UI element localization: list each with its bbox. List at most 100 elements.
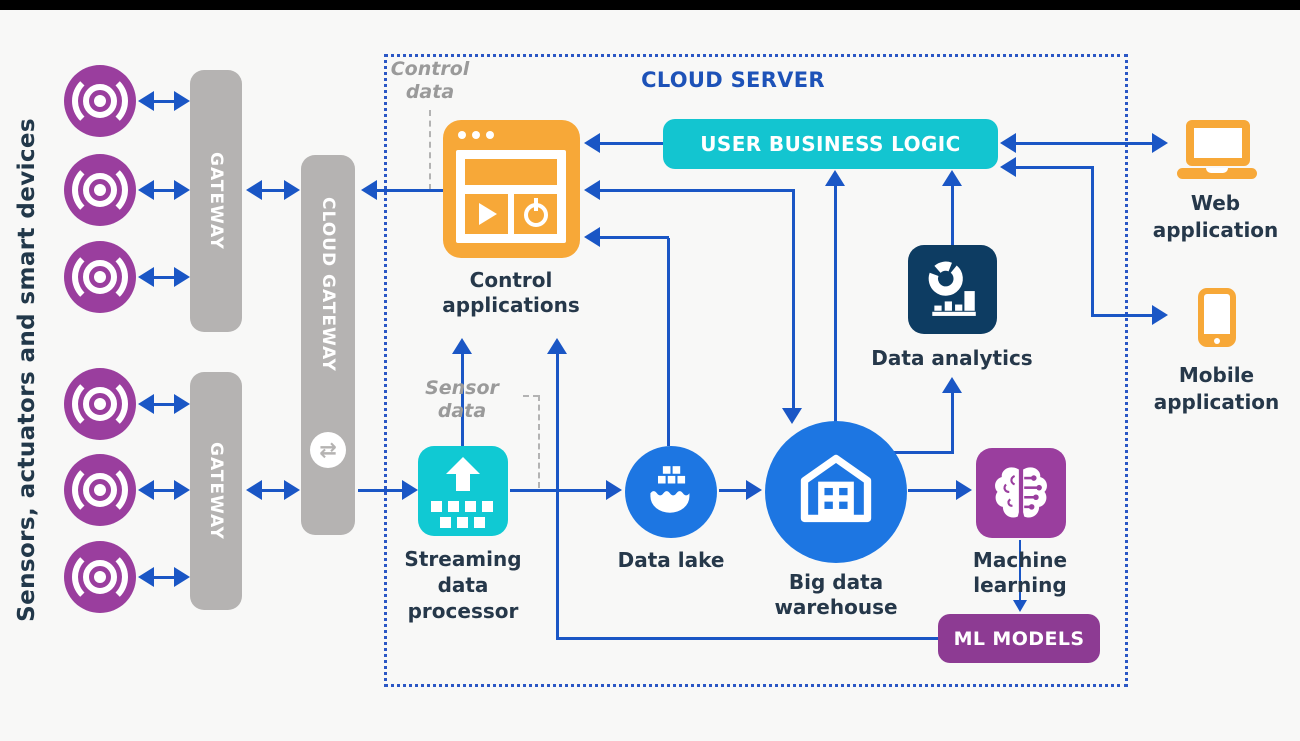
ship-icon (650, 466, 690, 513)
arrowhead (174, 267, 190, 287)
arrowhead (361, 180, 377, 200)
arrowhead (1013, 600, 1027, 612)
arrowhead (956, 480, 972, 500)
sensor-ring-icon (83, 84, 117, 118)
label-line: application (1152, 218, 1279, 242)
arrowhead (138, 267, 154, 287)
sensor-icon (64, 241, 136, 313)
arrow-businesslogic-mobile-v (1091, 166, 1094, 317)
sensor-ring-icon (83, 387, 117, 421)
sensor-data-dash-line-h (523, 395, 539, 397)
arrowhead (942, 377, 962, 393)
arrow-controlapps-warehouse-v (792, 189, 795, 408)
arrowhead (1152, 133, 1168, 153)
sensor-icon (64, 541, 136, 613)
arrow-gateway2-cloudgateway (260, 489, 286, 492)
browser-header-bar (465, 159, 557, 185)
sensor-dot-icon (94, 484, 106, 496)
arrow-sensor1-gateway (152, 100, 176, 103)
data-square (465, 501, 476, 512)
label-line: Control (469, 268, 553, 292)
arrowhead (174, 567, 190, 587)
sensor-dot-icon (94, 95, 106, 107)
arrowhead (138, 180, 154, 200)
arrow-streaming-controlapps (461, 354, 464, 446)
arrowhead (174, 180, 190, 200)
sensor-data-label: Sensor data (425, 377, 499, 422)
power-cell (514, 194, 557, 234)
label-line: Mobile (1178, 363, 1255, 387)
gateway-top-label: GATEWAY (206, 152, 226, 250)
laptop-notch (1206, 168, 1228, 173)
label-line: applications (442, 293, 580, 317)
sensor-icon (64, 65, 136, 137)
machine-learning-label: Machine learning (972, 548, 1068, 597)
user-business-logic-banner: USER BUSINESS LOGIC (663, 119, 998, 169)
label-line: Streaming (404, 547, 522, 571)
gateway-top-bar: GATEWAY (190, 70, 242, 332)
sensor-dot-icon (94, 184, 106, 196)
arrowhead (584, 180, 600, 200)
arrowhead (284, 180, 300, 200)
arrowhead (825, 170, 845, 186)
arrowhead (606, 480, 622, 500)
big-data-warehouse-label: Big data warehouse (756, 570, 916, 620)
play-icon (479, 203, 497, 225)
control-data-line1: Control (390, 58, 470, 80)
control-applications-label: Control applications (411, 268, 611, 318)
machine-learning-icon (976, 448, 1066, 538)
arrowhead (138, 480, 154, 500)
arrowhead (547, 338, 567, 354)
sensor-ring-icon (83, 173, 117, 207)
data-lake-label: Data lake (617, 548, 725, 572)
data-square (457, 517, 468, 528)
upload-arrow-icon (446, 457, 480, 474)
control-applications-icon (443, 120, 580, 258)
arrowhead (138, 91, 154, 111)
sensor-icon (64, 154, 136, 226)
power-stem-icon (534, 198, 538, 211)
streaming-data-processor-icon (418, 446, 508, 536)
arrow-warehouse-analytics-h (860, 451, 954, 454)
arrow-gateway1-cloudgateway (260, 189, 286, 192)
arrow-warehouse-analytics-v (951, 393, 954, 453)
sensor-dot-icon (94, 398, 106, 410)
edge-devices-label: Sensors, actuators and smart devices (14, 118, 40, 622)
arrow-controlapps-cloudgateway (377, 189, 443, 192)
gateway-bottom-bar: GATEWAY (190, 372, 242, 610)
sensor-icon (64, 368, 136, 440)
arrowhead (402, 480, 418, 500)
sensor-data-dash-line-v (538, 395, 540, 488)
web-application-label: Web application (1143, 190, 1288, 244)
arrow-businesslogic-mobile-h2 (1091, 314, 1153, 317)
laptop-base-icon (1177, 168, 1257, 179)
signal-arc-icon (72, 376, 128, 432)
browser-dots-icon (458, 131, 494, 139)
data-square (482, 501, 493, 512)
arrow-cloudgateway-streaming (358, 489, 404, 492)
warehouse-icon (800, 454, 872, 523)
mobile-application-label: Mobile application (1144, 362, 1289, 416)
sensor-ring-icon (83, 260, 117, 294)
streaming-data-processor-label: Streaming data processor (388, 546, 538, 624)
data-analytics-label: Data analytics (871, 346, 1033, 370)
arrow-datalake-controlapps-h (600, 236, 669, 239)
analytics-chart-icon (928, 261, 976, 316)
arrow-businesslogic-controlapps (600, 142, 663, 145)
arrowhead (746, 480, 762, 500)
arrow-sensor5-gateway (152, 489, 176, 492)
phone-home-button (1214, 338, 1220, 344)
arrowhead (782, 408, 802, 424)
arrowhead (452, 338, 472, 354)
browser-window-icon (456, 150, 566, 243)
data-square (448, 501, 459, 512)
control-data-label: Control data (385, 58, 475, 104)
signal-arc-icon (72, 462, 128, 518)
sync-icon: ⇄ (310, 432, 346, 468)
arrow-warehouse-ml (908, 489, 958, 492)
control-data-dash-line (429, 110, 431, 190)
cloud-gateway-label: CLOUD GATEWAY (318, 197, 338, 372)
label-line: processor (407, 599, 519, 623)
top-letterbox-bar (0, 0, 1300, 10)
